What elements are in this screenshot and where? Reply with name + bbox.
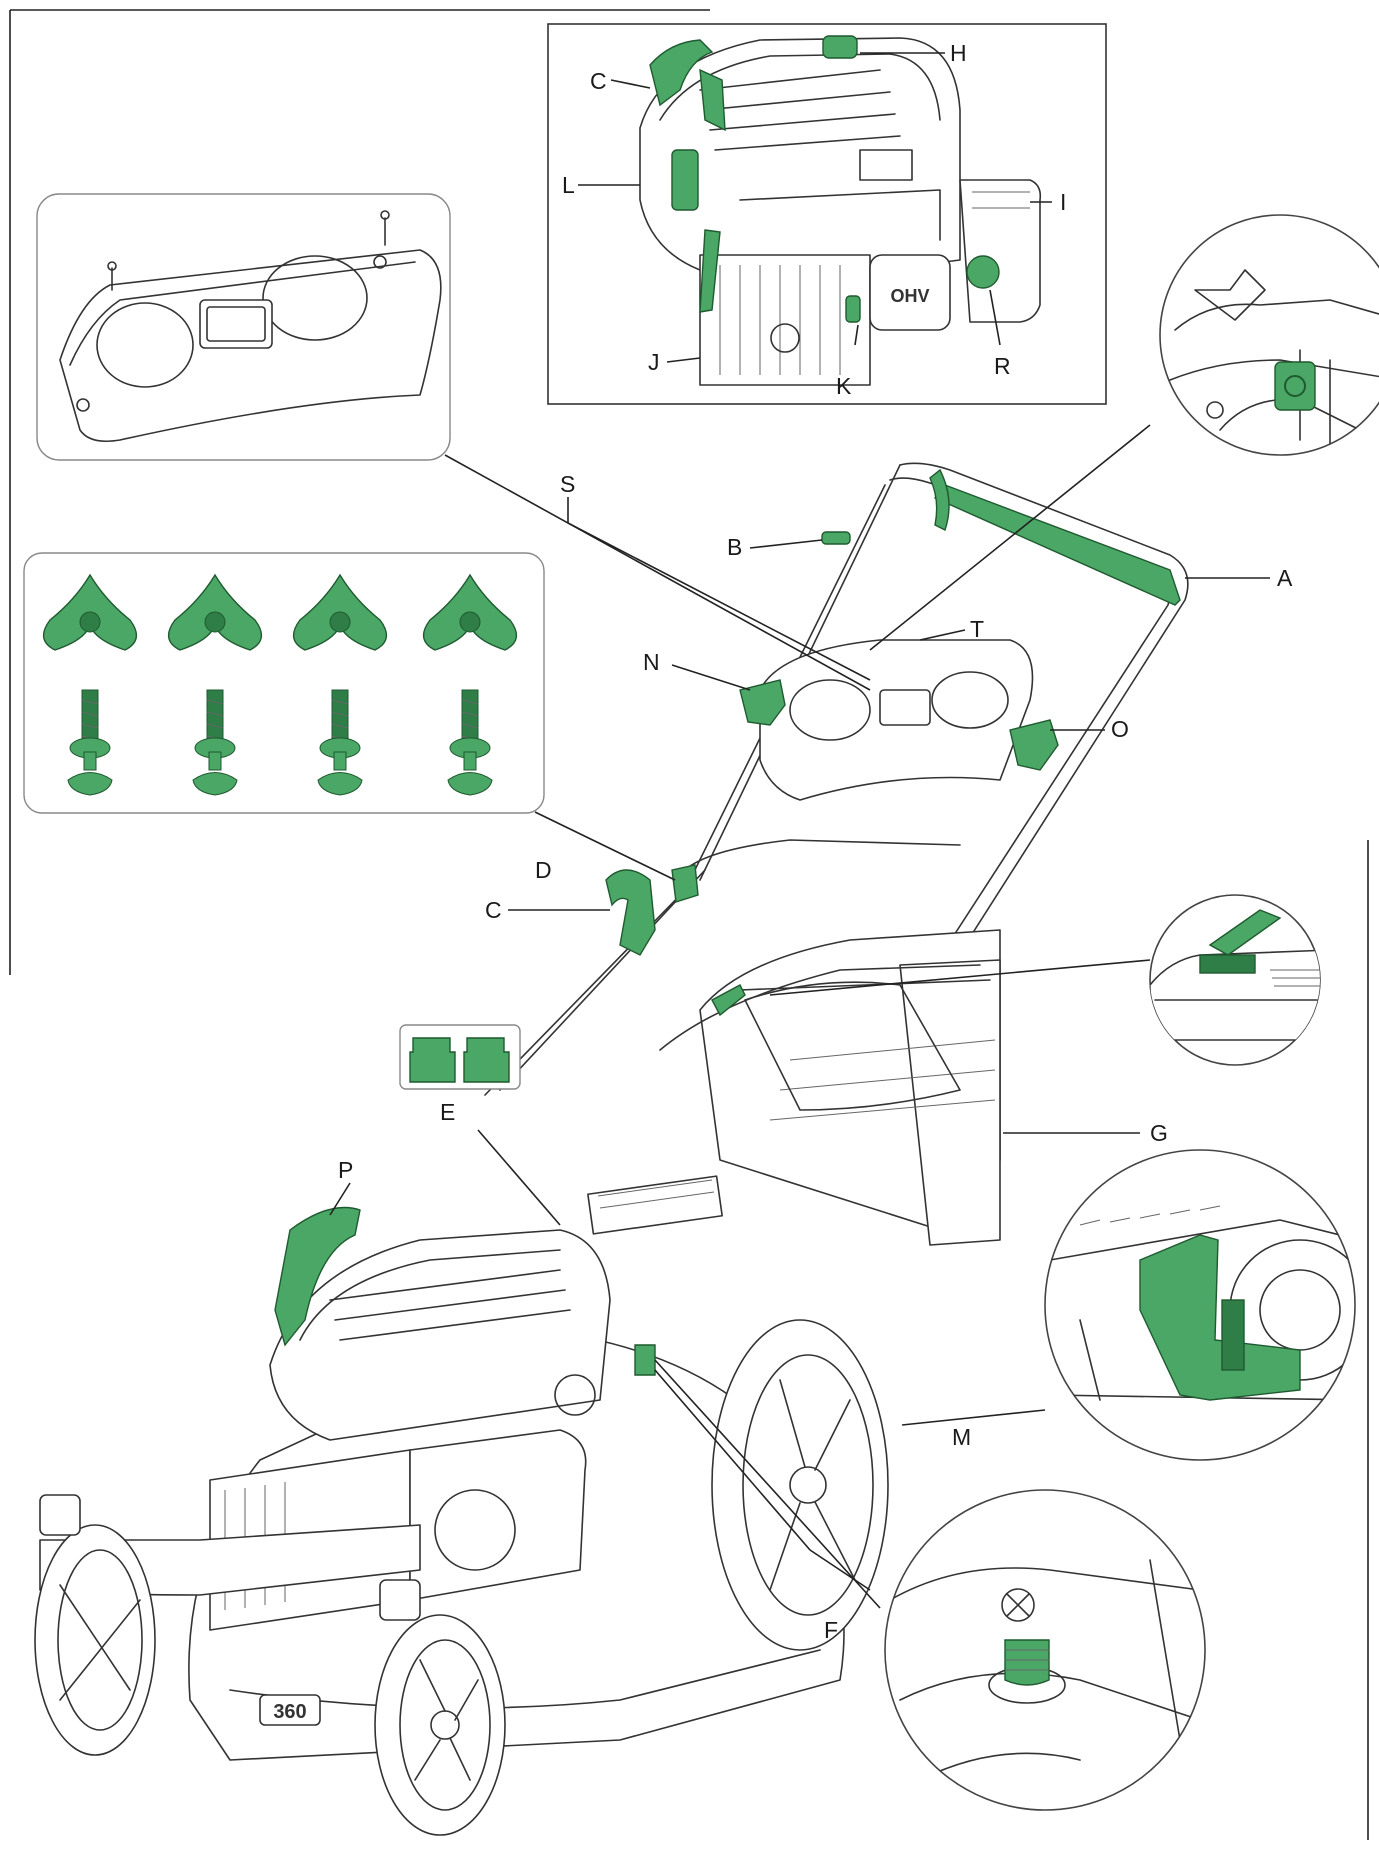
label-f: F [824,1617,838,1643]
choke-l [671,149,699,211]
knob-r [966,255,1000,289]
star-knob-1 [42,573,138,651]
engine-inset: OHV [547,23,1107,405]
knob-o [1009,719,1059,771]
clip-icons-e [399,1024,521,1090]
detail-rear-clip [1044,1149,1356,1461]
handle-p [274,1206,361,1347]
bolt-4 [447,689,493,796]
label-d: D [535,857,552,883]
label-o: O [1111,716,1129,742]
label-t: T [970,616,984,642]
label-c-engine: C [590,68,607,94]
switch-b [821,531,851,545]
control-panel-inset [36,193,451,461]
label-m: M [952,1424,971,1450]
star-knob-4 [422,573,518,651]
wheel-front-left [34,1494,156,1756]
label-p: P [338,1157,353,1183]
label-i: I [1060,189,1066,215]
label-l: L [562,172,575,198]
label-r: R [994,353,1011,379]
detail-handle-switch [1159,214,1379,456]
bag-flap-green [1208,909,1282,956]
knob-n [739,679,786,726]
engine-inset-callouts: C H L I J K R [562,40,1066,399]
wheel-rear [711,1319,889,1651]
page-frame [9,9,1369,1840]
rear-clip-green [1139,1234,1301,1401]
cap-h [822,35,858,59]
label-n: N [643,649,660,675]
label-h: H [950,40,967,66]
knobs-bolts-inset [23,552,545,814]
bolt-2 [192,689,238,796]
primer-lever-c-top [649,39,714,107]
detail-bag-indicator [1149,894,1321,1066]
label-c-handle: C [485,897,502,923]
detail-oil-plug [884,1489,1206,1811]
wheel-front-right [374,1579,506,1836]
label-s: S [560,471,575,497]
deck-badge: 360 [273,1701,306,1723]
label-g: G [1150,1120,1168,1146]
switch-button-green [1274,361,1316,411]
star-knob-3 [292,573,388,651]
oil-plug-f [634,1344,656,1376]
bolt-1 [67,689,113,796]
knob-k [845,295,861,323]
label-k: K [836,373,852,399]
primer-lever-c-handle [605,869,656,956]
label-b: B [727,534,742,560]
label-a: A [1277,565,1293,591]
ohv-badge: OHV [890,286,929,306]
main-callouts: A B C D E F G M N O P S T [329,424,1293,1643]
star-knob-2 [167,573,263,651]
mower-main: 360 [34,462,1189,1836]
label-j: J [648,349,660,375]
label-e: E [440,1099,455,1125]
bolt-3 [317,689,363,796]
oil-plug-green [1004,1639,1050,1686]
